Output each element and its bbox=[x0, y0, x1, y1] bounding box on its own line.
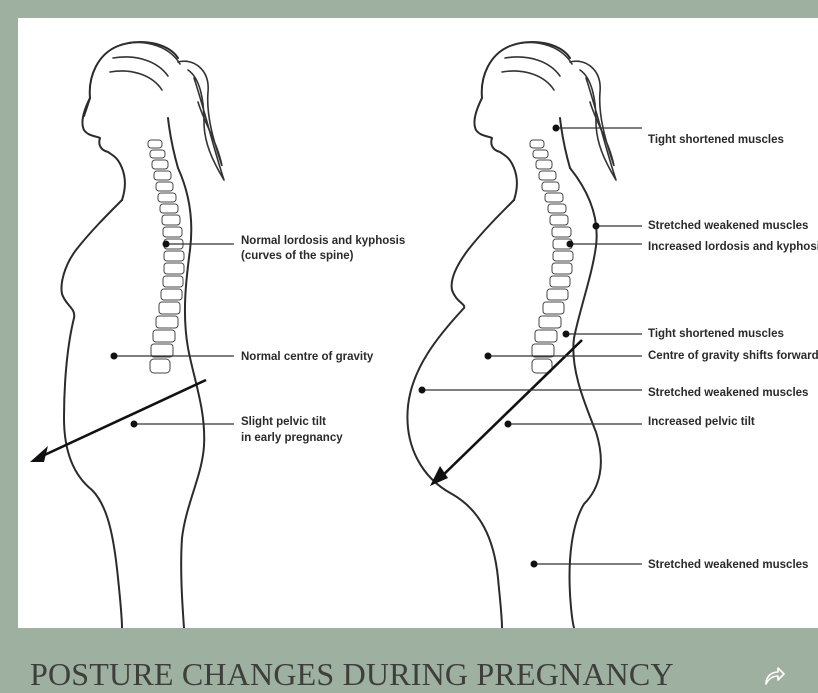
left-neck-back bbox=[168, 118, 178, 168]
right-dot-stretched-legs bbox=[531, 561, 538, 568]
right-dot-tight-lower bbox=[563, 331, 570, 338]
left-dot-lordosis bbox=[163, 241, 170, 248]
right-dot-tilt bbox=[505, 421, 512, 428]
right-ponytail bbox=[580, 70, 616, 180]
right-body-back bbox=[570, 168, 601, 628]
right-dot-lordosis bbox=[567, 241, 574, 248]
left-label-tilt-1: Slight pelvic tilt bbox=[241, 416, 326, 428]
left-label-lordosis-1: Normal lordosis and kyphosis bbox=[241, 235, 405, 247]
right-hair bbox=[502, 43, 614, 166]
left-figure: Normal lordosis and kyphosis (curves of … bbox=[30, 42, 405, 628]
right-body-front bbox=[407, 200, 514, 628]
left-arrowhead bbox=[30, 446, 48, 462]
caption-bar: POSTURE CHANGES DURING PREGNANCY bbox=[0, 628, 818, 686]
left-spine bbox=[148, 140, 184, 373]
right-label-tight-lower: Tight shortened muscles bbox=[648, 328, 784, 340]
left-dot-tilt bbox=[131, 421, 138, 428]
left-dot-gravity bbox=[111, 353, 118, 360]
right-label-stretched-abdomen: Stretched weakened muscles bbox=[648, 387, 808, 399]
left-ponytail bbox=[188, 70, 224, 180]
right-label-tight-neck: Tight shortened muscles bbox=[648, 134, 784, 146]
posture-diagram: Normal lordosis and kyphosis (curves of … bbox=[18, 18, 818, 628]
left-hair bbox=[110, 43, 222, 166]
right-label-lordosis: Increased lordosis and kyphosis bbox=[648, 241, 818, 253]
left-body-front bbox=[62, 200, 122, 628]
right-dot-stretched-abdomen bbox=[419, 387, 426, 394]
diagram-panel: Normal lordosis and kyphosis (curves of … bbox=[18, 18, 818, 628]
left-label-tilt-2: in early pregnancy bbox=[241, 432, 343, 444]
right-dot-stretched-back bbox=[593, 223, 600, 230]
page-title: POSTURE CHANGES DURING PREGNANCY bbox=[30, 656, 674, 693]
right-figure: Tight shortened muscles Stretched weaken… bbox=[407, 42, 818, 628]
right-neck-back bbox=[560, 118, 570, 168]
right-spine bbox=[530, 140, 573, 373]
right-arrowhead bbox=[430, 466, 448, 486]
right-dot-tight-neck bbox=[553, 125, 560, 132]
right-label-stretched-legs: Stretched weakened muscles bbox=[648, 559, 808, 571]
share-icon[interactable] bbox=[762, 666, 786, 686]
right-label-stretched-back: Stretched weakened muscles bbox=[648, 220, 808, 232]
left-label-lordosis-2: (curves of the spine) bbox=[241, 250, 354, 262]
left-label-gravity: Normal centre of gravity bbox=[241, 351, 374, 363]
right-gravity-arrow bbox=[438, 340, 582, 480]
left-face-detail bbox=[84, 98, 90, 116]
right-dot-gravity bbox=[485, 353, 492, 360]
right-label-tilt: Increased pelvic tilt bbox=[648, 416, 755, 428]
left-body-back bbox=[178, 168, 204, 628]
right-label-gravity: Centre of gravity shifts forward bbox=[648, 350, 818, 362]
